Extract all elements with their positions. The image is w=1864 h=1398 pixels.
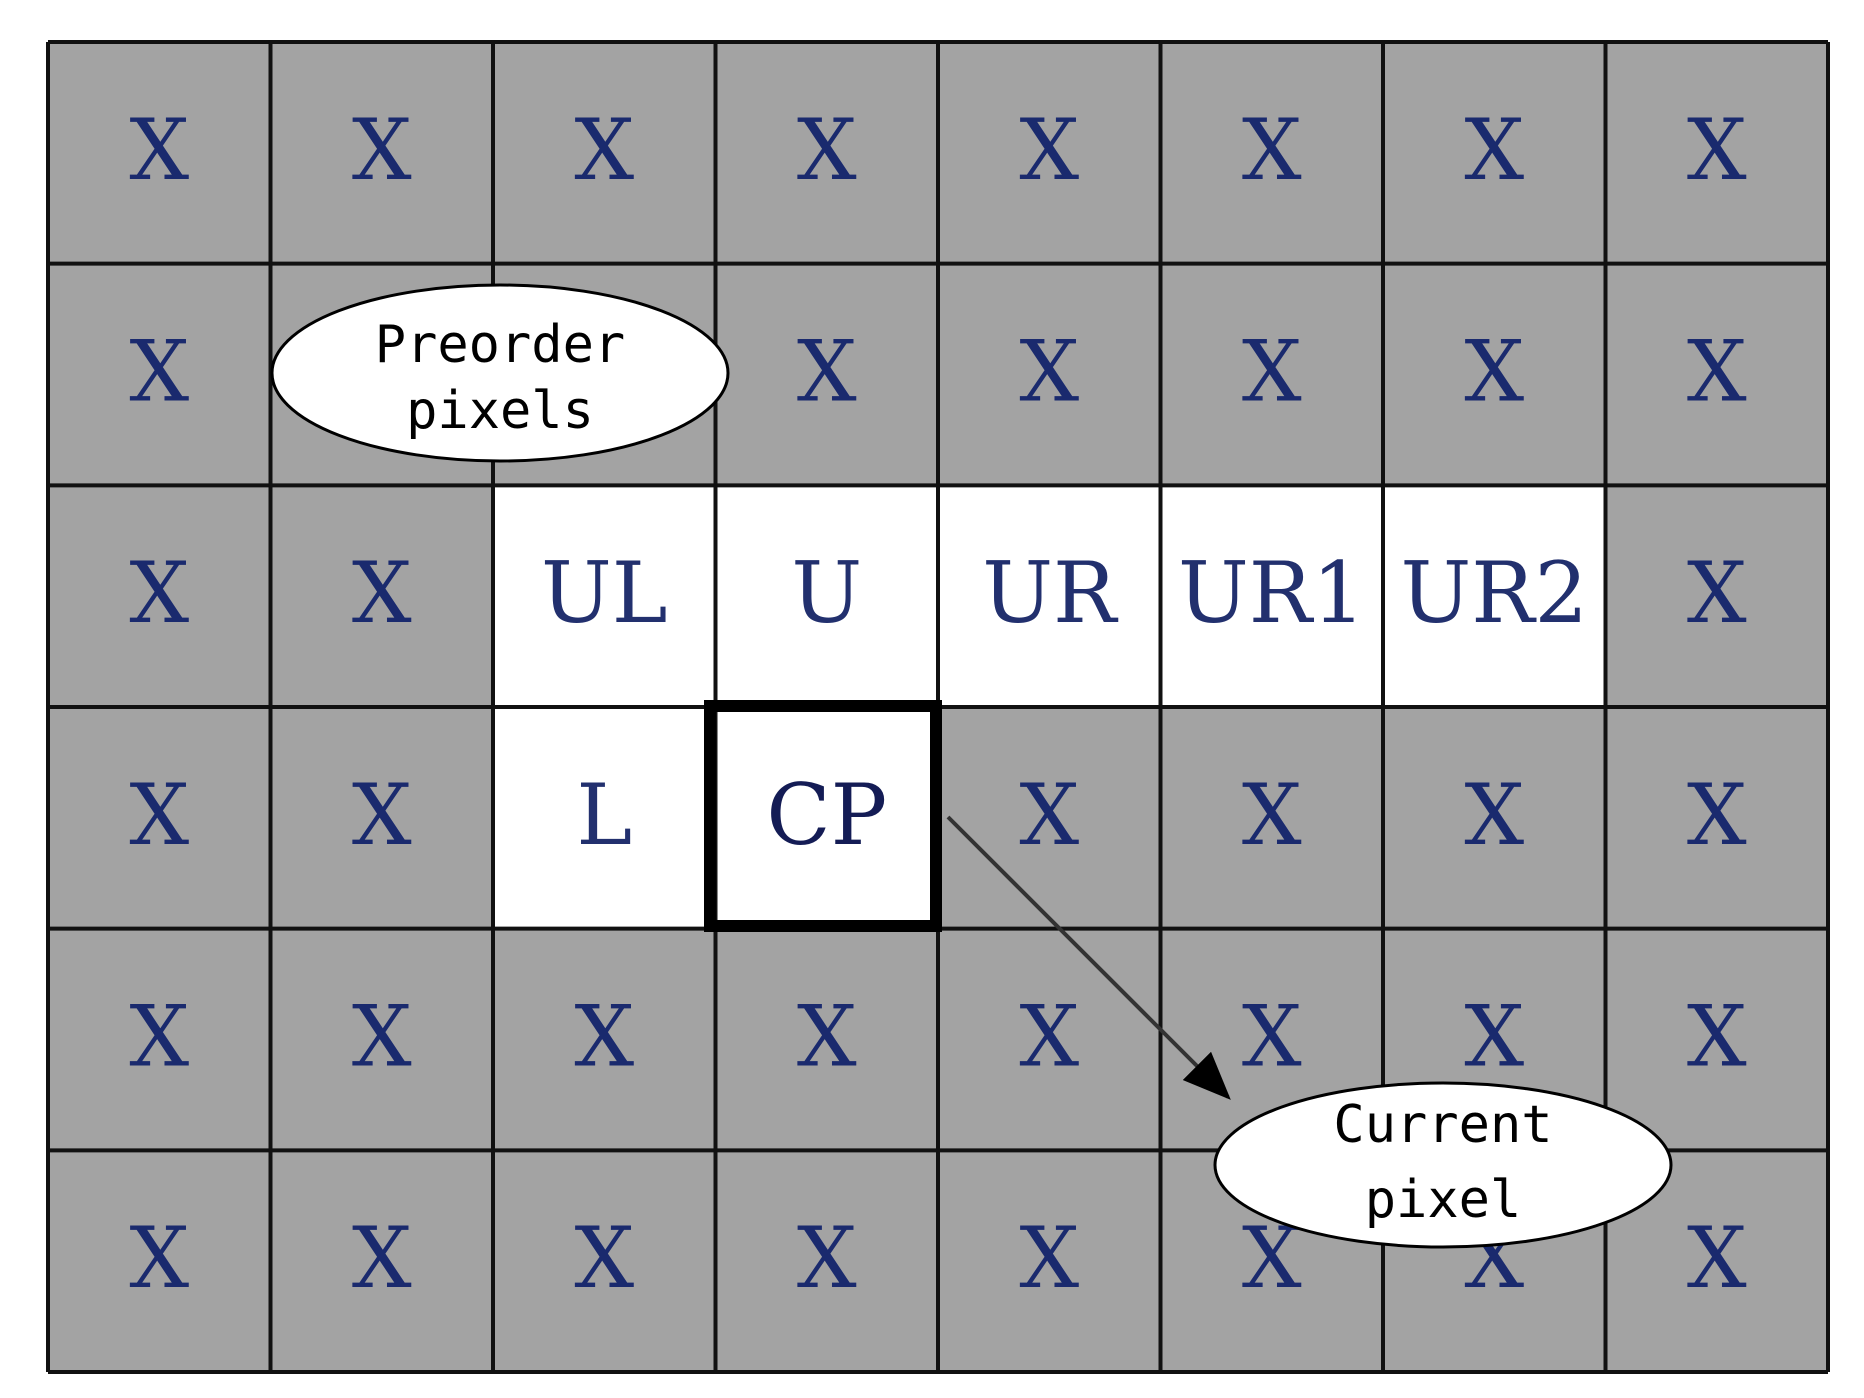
preorder-pixel-label: X: [352, 544, 412, 642]
preorder-pixel-label: X: [352, 766, 412, 864]
preorder-pixel-label: X: [1019, 988, 1079, 1086]
preorder-pixel-cell: [270, 485, 493, 707]
preorder-pixel-label: X: [129, 544, 189, 642]
current-callout: Current pixel: [1213, 1081, 1673, 1249]
preorder-pixel-cell: [1160, 707, 1383, 929]
preorder-pixel-cell: [938, 928, 1161, 1151]
preorder-pixel-label: X: [1019, 323, 1079, 421]
preorder-pixel-cell: [938, 707, 1161, 929]
preorder-pixel-cell: [938, 1150, 1161, 1372]
preorder-pixel-cell: [48, 263, 271, 486]
preorder-pixel-label: X: [1242, 101, 1302, 199]
preorder-pixel-label: X: [1464, 988, 1524, 1086]
preorder-pixel-label: X: [1242, 323, 1302, 421]
current-pixel-cell: [715, 707, 938, 929]
neighbor-pixel-cell: [1160, 485, 1383, 707]
preorder-pixel-label: X: [129, 323, 189, 421]
preorder-pixel-cell: [938, 42, 1161, 264]
preorder-pixel-cell: [1605, 485, 1828, 707]
preorder-pixel-label: X: [797, 323, 857, 421]
neighbor-pixel-label: L: [576, 766, 632, 864]
preorder-pixel-cell: [715, 928, 938, 1151]
preorder-pixel-label: X: [1464, 323, 1524, 421]
preorder-pixel-label: X: [797, 101, 857, 199]
preorder-pixel-label: X: [129, 101, 189, 199]
neighbor-pixel-cell: [493, 707, 716, 929]
preorder-pixel-cell: [1383, 707, 1606, 929]
preorder-pixel-cell: [1605, 42, 1828, 264]
preorder-pixel-label: X: [1687, 323, 1747, 421]
preorder-pixel-cell: [1160, 42, 1383, 264]
preorder-pixel-label: X: [1687, 988, 1747, 1086]
neighbor-pixel-cell: [1383, 485, 1606, 707]
preorder-pixel-label: X: [352, 988, 412, 1086]
preorder-pixel-label: X: [574, 988, 634, 1086]
preorder-pixel-cell: [493, 928, 716, 1151]
neighbor-pixel-cell: [493, 485, 716, 707]
preorder-pixel-label: X: [1019, 766, 1079, 864]
preorder-pixel-cell: [1605, 263, 1828, 486]
preorder-pixel-cell: [1160, 263, 1383, 486]
preorder-pixel-label: X: [797, 988, 857, 1086]
preorder-pixel-label: X: [1464, 101, 1524, 199]
pixel-grid: [48, 42, 1828, 1372]
preorder-pixel-cell: [715, 42, 938, 264]
preorder-pixel-label: X: [1242, 766, 1302, 864]
preorder-pixel-label: X: [352, 101, 412, 199]
neighbor-pixel-label: UR: [982, 544, 1119, 642]
preorder-pixel-cell: [270, 928, 493, 1151]
preorder-pixel-cell: [715, 263, 938, 486]
current-callout-line1: Current: [1333, 1095, 1552, 1155]
preorder-pixel-cell: [48, 928, 271, 1151]
preorder-pixel-label: X: [1687, 1209, 1747, 1307]
current-callout-bubble: [1213, 1081, 1673, 1249]
neighbor-pixel-cell: [715, 485, 938, 707]
preorder-pixel-label: X: [574, 1209, 634, 1307]
preorder-pixel-cell: [1383, 263, 1606, 486]
current-pixel-arrow: [946, 815, 1231, 1100]
preorder-pixel-label: X: [1019, 1209, 1079, 1307]
preorder-pixel-cell: [270, 1150, 493, 1372]
preorder-pixel-label: X: [1464, 766, 1524, 864]
preorder-pixel-label: X: [1687, 544, 1747, 642]
preorder-pixel-cell: [270, 707, 493, 929]
preorder-pixel-cell: [48, 42, 271, 264]
preorder-callout-bubble: [270, 283, 730, 463]
neighbor-pixel-label: U: [791, 544, 862, 642]
preorder-pixel-cell: [493, 1150, 716, 1372]
preorder-pixel-cell: [48, 707, 271, 929]
preorder-pixel-label: X: [129, 988, 189, 1086]
preorder-pixel-label: X: [1019, 101, 1079, 199]
preorder-pixel-label: X: [797, 1209, 857, 1307]
current-pixel-highlight: [704, 700, 942, 932]
preorder-pixel-label: X: [1687, 101, 1747, 199]
neighbor-pixel-label: UR1: [1178, 544, 1365, 642]
preorder-pixel-cell: [1383, 42, 1606, 264]
preorder-callout-line2: pixels: [406, 381, 594, 441]
neighbor-pixel-cell: [938, 485, 1161, 707]
preorder-pixel-cell: [493, 42, 716, 264]
preorder-pixel-label: X: [1687, 766, 1747, 864]
preorder-pixel-cell: [270, 42, 493, 264]
preorder-pixel-cell: [48, 485, 271, 707]
preorder-pixel-label: X: [352, 1209, 412, 1307]
preorder-callout: Preorder pixels: [270, 283, 730, 463]
neighbor-pixel-label: UL: [541, 544, 668, 642]
preorder-pixel-label: X: [1242, 988, 1302, 1086]
current-pixel-label: CP: [766, 766, 887, 864]
preorder-pixel-label: X: [574, 101, 634, 199]
preorder-pixel-cell: [48, 1150, 271, 1372]
preorder-pixel-label: X: [129, 766, 189, 864]
preorder-pixel-cell: [715, 1150, 938, 1372]
preorder-pixel-cell: [938, 263, 1161, 486]
preorder-pixel-label: X: [129, 1209, 189, 1307]
neighbor-pixel-label: UR2: [1401, 544, 1588, 642]
preorder-pixel-cell: [1605, 707, 1828, 929]
preorder-pixel-cell: [1605, 928, 1828, 1151]
preorder-callout-line1: Preorder: [375, 315, 625, 375]
current-callout-line2: pixel: [1365, 1170, 1522, 1230]
